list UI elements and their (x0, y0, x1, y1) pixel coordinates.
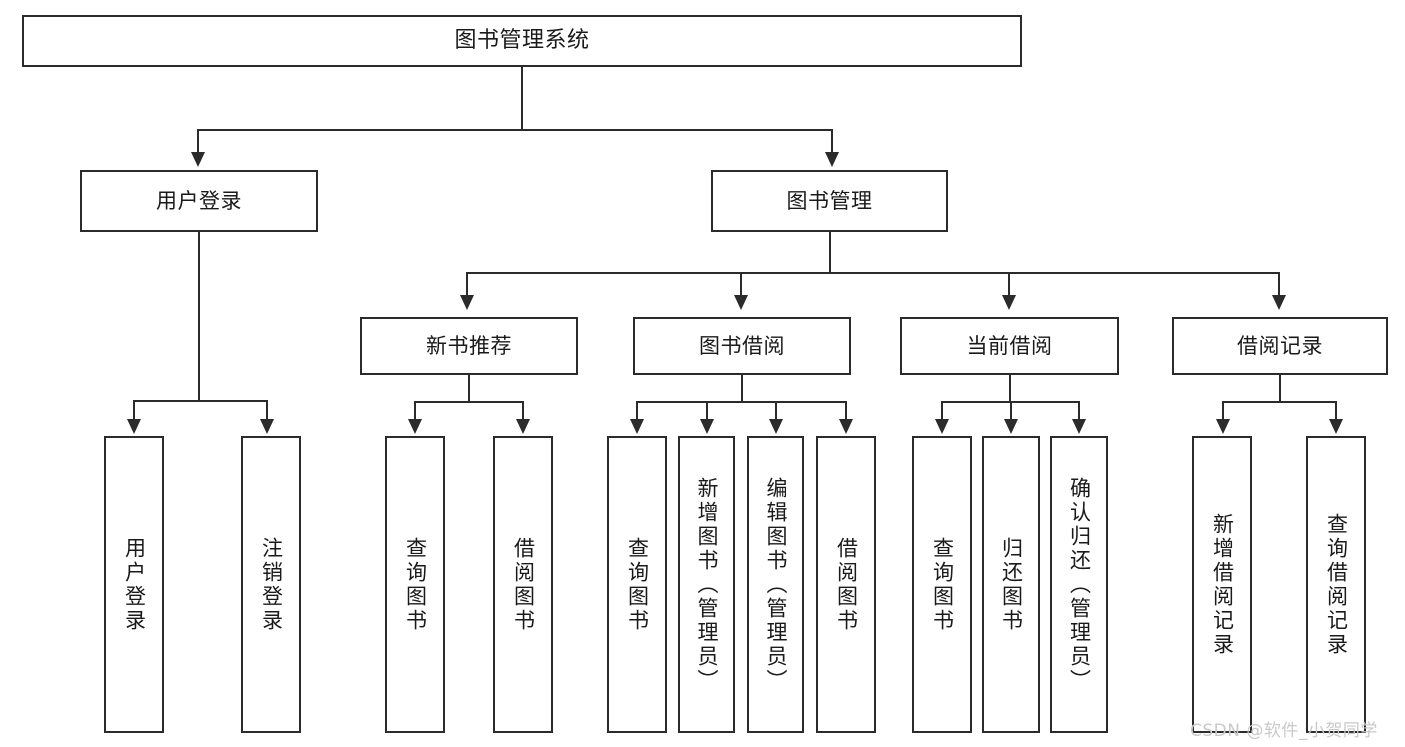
node-label: 查询图书 (625, 536, 650, 633)
leaf-user-login[interactable]: 用户登录 (104, 436, 164, 733)
connector-cb-leaf-2 (1010, 401, 1012, 422)
connector-cb-leaf-1 (941, 401, 943, 422)
connector-root-bus (197, 129, 833, 131)
leaf-cb-return-book[interactable]: 归还图书 (982, 436, 1040, 733)
node-root-book-management-system[interactable]: 图书管理系统 (22, 15, 1022, 67)
arrowhead-br-leaf-2 (1329, 419, 1343, 434)
node-label: 新书推荐 (426, 333, 512, 358)
arrowhead-user-login (191, 152, 205, 167)
node-label: 借阅图书 (834, 536, 859, 633)
connector-to-new-book-recommend (466, 272, 468, 299)
arrowhead-nbr-leaf-1 (408, 419, 422, 434)
connector-book-borrow-bus (636, 401, 847, 403)
arrowhead-cb-leaf-3 (1072, 419, 1086, 434)
connector-nbr-leaf-1 (414, 401, 416, 422)
arrowhead-bb-leaf-4 (839, 419, 853, 434)
leaf-br-query-record[interactable]: 查询借阅记录 (1306, 436, 1366, 733)
connector-br-leaf-1 (1222, 401, 1224, 422)
arrowhead-nbr-leaf-2 (516, 419, 530, 434)
connector-to-borrow-record (1278, 272, 1280, 299)
connector-new-book-recommend-stem (468, 375, 470, 403)
arrowhead-borrow-record (1272, 295, 1286, 310)
connector-book-borrow-stem (741, 375, 743, 403)
node-label: 编辑图书（管理员） (764, 476, 788, 693)
connector-user-login-stem (198, 232, 200, 402)
arrowhead-br-leaf-1 (1216, 419, 1230, 434)
node-label: 用户登录 (156, 188, 242, 213)
leaf-br-add-record[interactable]: 新增借阅记录 (1192, 436, 1252, 733)
arrowhead-cb-leaf-1 (935, 419, 949, 434)
connector-root-to-book-management (831, 129, 833, 156)
leaf-bb-add-book-admin[interactable]: 新增图书（管理员） (678, 436, 735, 733)
node-label: 借阅图书 (511, 536, 536, 633)
leaf-nbr-query-book[interactable]: 查询图书 (385, 436, 445, 733)
node-new-book-recommend[interactable]: 新书推荐 (360, 317, 578, 375)
node-user-login[interactable]: 用户登录 (80, 170, 318, 232)
leaf-cb-query-book[interactable]: 查询图书 (912, 436, 972, 733)
connector-level3-bus (466, 272, 1280, 274)
arrowhead-bb-leaf-3 (769, 419, 783, 434)
arrowhead-new-book-recommend (460, 295, 474, 310)
connector-current-borrow-stem (1009, 375, 1011, 403)
connector-cb-leaf-3 (1078, 401, 1080, 422)
node-label: 图书借阅 (699, 333, 785, 358)
node-label: 归还图书 (999, 536, 1024, 633)
arrowhead-bb-leaf-1 (630, 419, 644, 434)
node-label: 用户登录 (122, 536, 147, 633)
leaf-bb-edit-book-admin[interactable]: 编辑图书（管理员） (747, 436, 804, 733)
connector-root-to-user-login (197, 129, 199, 156)
node-label: 注销登录 (259, 536, 284, 633)
arrowhead-bb-leaf-2 (700, 419, 714, 434)
leaf-nbr-borrow-book[interactable]: 借阅图书 (493, 436, 553, 733)
connector-to-current-borrow (1008, 272, 1010, 299)
arrowhead-book-borrow (734, 295, 748, 310)
leaf-bb-borrow-book[interactable]: 借阅图书 (816, 436, 876, 733)
connector-user-login-leaf-1 (133, 400, 135, 422)
watermark-text: CSDN @软件_小贺同学 (1190, 721, 1378, 741)
connector-borrow-record-stem (1279, 375, 1281, 403)
connector-nbr-leaf-2 (522, 401, 524, 422)
connector-borrow-record-bus (1222, 401, 1337, 403)
connector-book-management-stem (829, 232, 831, 273)
arrowhead-leaf-logout (260, 419, 274, 434)
connector-bb-leaf-1 (636, 401, 638, 422)
arrowhead-book-management (825, 152, 839, 167)
leaf-cb-confirm-return-admin[interactable]: 确认归还（管理员） (1050, 436, 1108, 733)
connector-new-book-recommend-bus (414, 401, 524, 403)
node-label: 当前借阅 (966, 333, 1053, 358)
leaf-bb-query-book[interactable]: 查询图书 (607, 436, 667, 733)
node-label: 新增借阅记录 (1210, 512, 1235, 657)
connector-br-leaf-2 (1335, 401, 1337, 422)
connector-root-stem (521, 67, 523, 130)
arrowhead-leaf-user-login (127, 419, 141, 434)
node-book-borrow[interactable]: 图书借阅 (633, 317, 851, 375)
node-label: 图书管理系统 (454, 28, 590, 53)
node-label: 查询借阅记录 (1324, 512, 1349, 657)
arrowhead-cb-leaf-2 (1004, 419, 1018, 434)
node-label: 借阅记录 (1237, 333, 1323, 358)
connector-bb-leaf-3 (775, 401, 777, 422)
connector-user-login-leaf-2 (266, 400, 268, 422)
node-label: 图书管理 (786, 188, 873, 213)
connector-bb-leaf-2 (706, 401, 708, 422)
node-label: 新增图书（管理员） (695, 476, 719, 693)
node-current-borrow[interactable]: 当前借阅 (900, 317, 1119, 375)
connector-user-login-bus (133, 400, 268, 402)
connector-bb-leaf-4 (845, 401, 847, 422)
node-label: 确认归还（管理员） (1067, 476, 1092, 693)
node-label: 查询图书 (930, 536, 955, 633)
leaf-logout[interactable]: 注销登录 (241, 436, 301, 733)
node-book-management[interactable]: 图书管理 (711, 170, 948, 232)
node-label: 查询图书 (403, 536, 428, 633)
arrowhead-current-borrow (1002, 295, 1016, 310)
connector-to-book-borrow (740, 272, 742, 299)
node-borrow-record[interactable]: 借阅记录 (1172, 317, 1388, 375)
